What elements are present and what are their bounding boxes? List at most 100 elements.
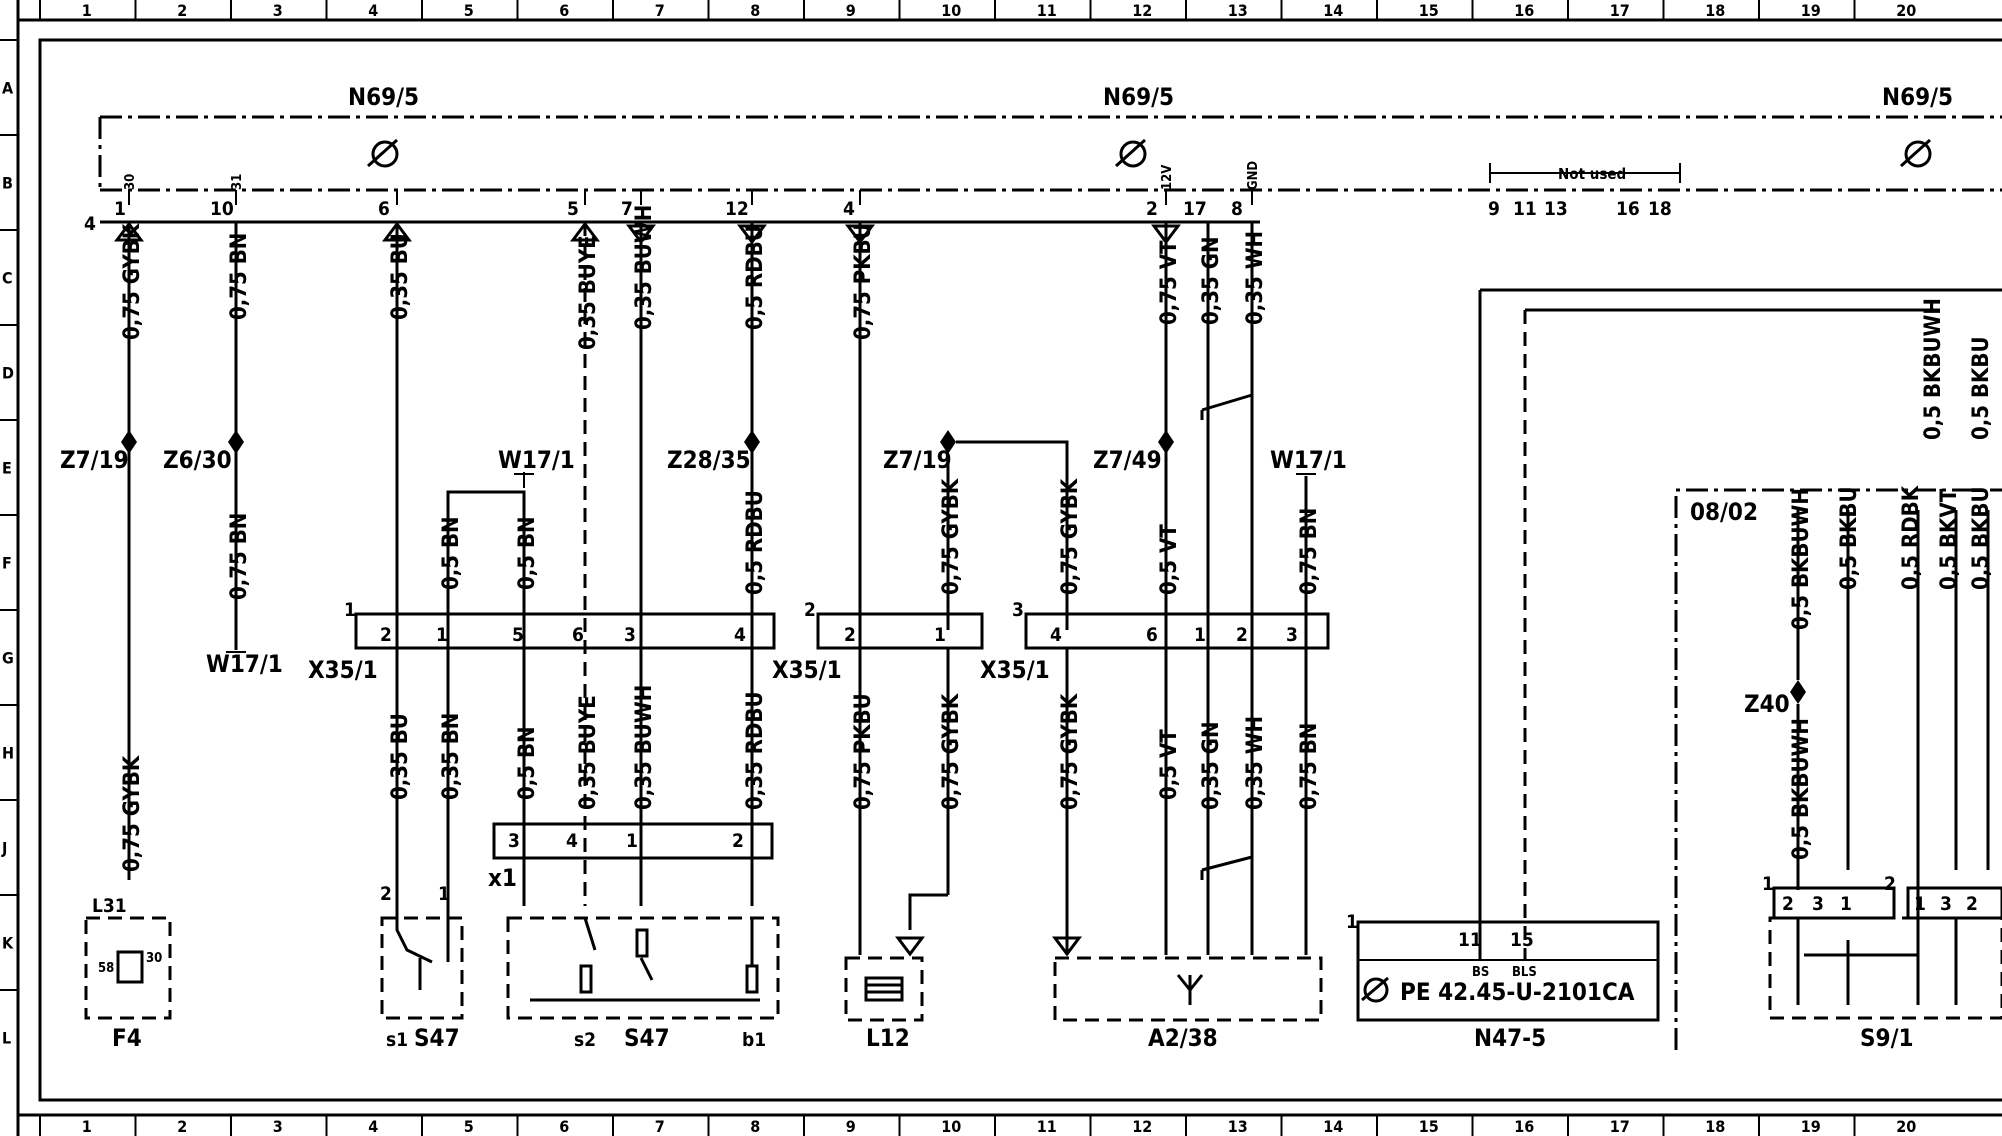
n69-pin: 2 [1146,198,1158,220]
wire-labels-lower: 0,75 GYBK 0,35 BU 0,35 BN 0,5 BN 0,35 BU… [120,685,1322,872]
grid-row-label: D [2,364,14,383]
not-used-pin: 13 [1544,198,1568,220]
svg-text:15: 15 [1510,929,1534,951]
splice-z40: Z40 [1744,690,1790,718]
grid-column-label: 1 [82,1117,92,1136]
wire-label: 0,75 BN [1297,723,1322,810]
component-f4-label: F4 [112,1024,142,1052]
component-l12: L12 [844,936,925,1052]
component-n47-5: 1 11 BS 15 BLS PE 42.45-U-2101CA N47-5 [1346,288,2002,1052]
grid-column-label: 7 [655,1,665,20]
grid-column-label: 3 [273,1,283,20]
svg-text:1: 1 [934,624,946,646]
wire-label: 0,75 BN [227,233,252,320]
svg-text:2: 2 [1966,893,1978,915]
connector-x35-1-a: 1 2 1 5 6 3 4 X35/1 [308,599,776,684]
right-section: 08/02 0,5 BKBUWH 0,5 BKBU 0,5 BKBUWH 0,5… [1674,298,2002,1052]
wire-label: 0,75 GYBK [1058,478,1083,595]
svg-text:58: 58 [98,961,114,976]
wire-labels-upper: 0,75 GYBK 0,75 BN 0,35 BU 0,35 BUYE 0,35… [120,205,1268,350]
grid-column-label: 14 [1323,1117,1343,1136]
grid-column-label: 16 [1514,1117,1534,1136]
grid-row-label: G [2,649,14,668]
svg-text:30: 30 [146,951,162,966]
svg-text:3: 3 [1286,624,1298,646]
connector-x35-1-label: X35/1 [772,656,842,684]
connector-x35-1-label: X35/1 [308,656,378,684]
not-used-pin: 18 [1648,198,1672,220]
svg-text:1: 1 [1914,893,1926,915]
module-boundary [98,115,2002,192]
not-used-pins: Not used 9 11 13 16 18 [1488,163,1681,220]
grid-column-label: 15 [1419,1,1439,20]
grid-column-label: 6 [559,1117,569,1136]
component-s47-label: S47 [414,1024,460,1052]
svg-text:2: 2 [380,883,392,905]
grid-column-label: 12 [1132,1117,1152,1136]
splice-z7-19-left: Z7/19 [60,446,129,474]
n69-pin: 4 [843,198,855,220]
grid-column-label: 19 [1801,1117,1821,1136]
grid-column-label: 18 [1705,1117,1725,1136]
svg-text:2: 2 [844,624,856,646]
grid-column-label: 2 [177,1117,187,1136]
splice-icon [744,430,760,454]
svg-text:1: 1 [436,624,448,646]
wire-label: 0,5 BKBU [1969,486,1994,590]
component-s9-1-label: S9/1 [1860,1024,1913,1052]
wire-label: 0,35 BU [388,713,413,800]
component-s47-s1: 2 1 s1 S47 [380,883,464,1052]
grid-column-label: 4 [368,1,378,20]
wire-label: 0,35 GN [1199,236,1224,325]
svg-text:6: 6 [572,624,584,646]
wire-label: 0,5 BKVT [1937,488,1962,590]
component-a2-38: A2/38 [1052,936,1323,1052]
wire-label: 0,35 BUWH [632,685,657,810]
svg-text:3: 3 [1940,893,1952,915]
grid-column-label: 15 [1419,1117,1439,1136]
splice-branch [956,440,1069,630]
wire-label: 0,75 GYBK [1058,693,1083,810]
svg-text:3: 3 [624,624,636,646]
component-s47-s1-sub: s1 [386,1029,408,1051]
svg-text:2: 2 [732,830,744,852]
grid-column-label: 13 [1228,1117,1248,1136]
splice-icon [1790,680,1806,704]
not-used-pin: 9 [1488,198,1500,220]
splice-z28-35: Z28/35 [667,446,751,474]
wire-label: 0,5 RDBU [743,225,768,330]
component-f4: L31 58 30 F4 [84,895,172,1052]
svg-text:1: 1 [1840,893,1852,915]
component-s47-b1-sub: b1 [742,1029,766,1051]
module-n69-5-mid: N69/5 [1103,83,1174,111]
wire-label: 0,75 PKBU [851,223,876,340]
wire-label: 0,5 BKBUWH [1789,718,1814,860]
right-section-ref: 08/02 [1690,498,1758,526]
ground-points: W17/1 W17/1 W17/1 [206,446,1347,955]
diagram-frame [16,0,2002,1136]
wire-labels-mid: 0,75 BN 0,5 BN 0,5 BN 0,5 RDBU 0,75 GYBK… [227,478,1322,600]
svg-text:4: 4 [1050,624,1062,646]
grid-row-label: H [2,744,14,763]
svg-text:4: 4 [734,624,746,646]
grid-column-label: 8 [750,1,760,20]
grid-column-label: 17 [1610,1117,1630,1136]
grid-column-label: 11 [1037,1117,1057,1136]
svg-text:1: 1 [1762,873,1774,895]
wire-label: 0,5 VT [1157,524,1182,595]
wire-label: 0,75 GYBK [939,693,964,810]
svg-text:1: 1 [1194,624,1206,646]
n69-pin: 5 [567,198,579,220]
n69-pin: 17 [1183,198,1207,220]
component-n47-ref: PE 42.45-U-2101CA [1400,978,1635,1006]
not-used-label: Not used [1558,165,1626,183]
svg-text:1: 1 [1346,911,1358,933]
svg-text:4: 4 [566,830,578,852]
svg-text:11: 11 [1458,929,1482,951]
wire-label: 0,35 BUYE [576,695,601,810]
grid-row-label: K [2,934,14,953]
svg-text:3: 3 [1812,893,1824,915]
grid-column-label: 20 [1896,1,1916,20]
not-used-pin: 16 [1616,198,1640,220]
